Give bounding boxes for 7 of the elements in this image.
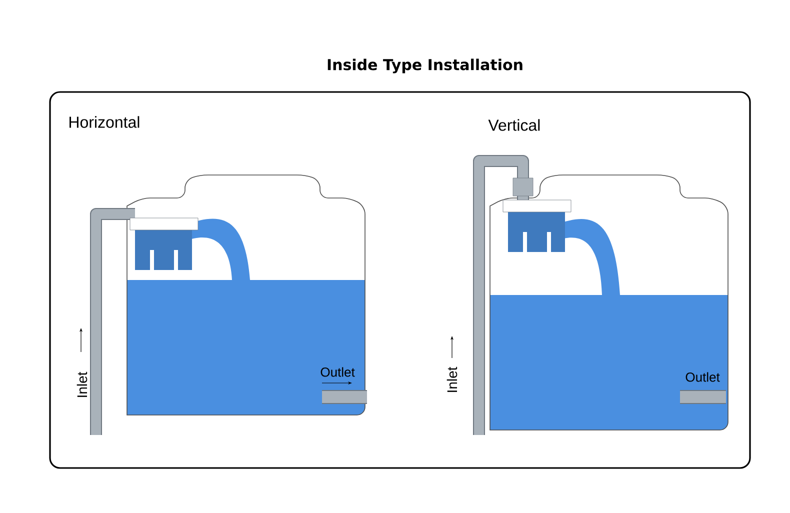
label: Inlet [446,366,458,392]
label: Outlet [320,367,355,377]
label: Inlet [76,372,88,397]
label: Horizontal [70,116,140,128]
label: Vertical [488,119,540,131]
title: Inside Type Installation [328,58,522,74]
label: Outlet [686,372,720,382]
